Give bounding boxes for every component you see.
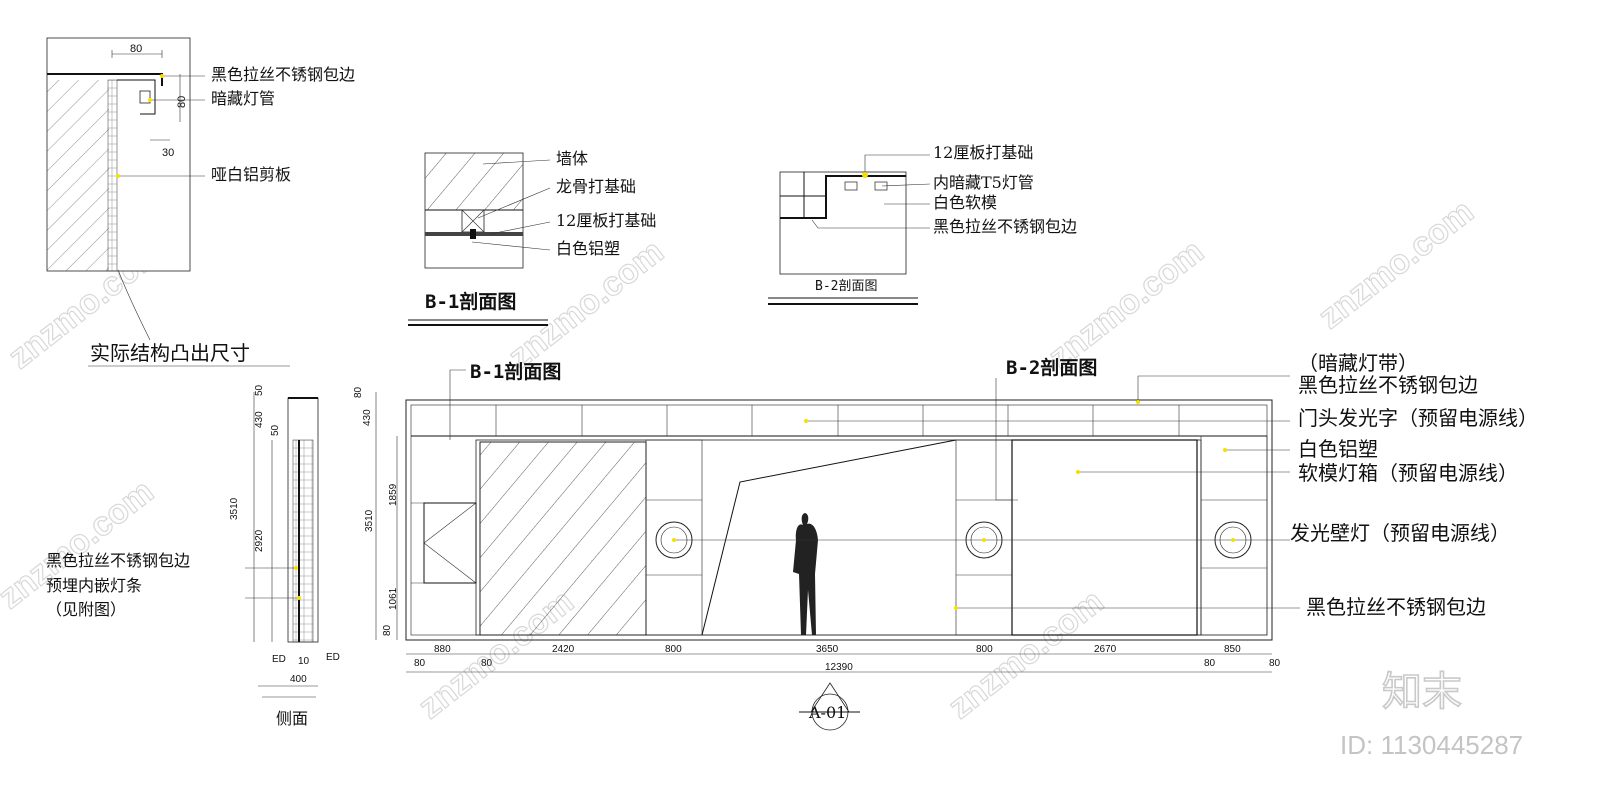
human-figure-icon xyxy=(793,513,818,635)
elev-left-dim: 80 xyxy=(353,386,364,398)
elev-label: 黑色拉丝不锈钢包边 xyxy=(1298,373,1478,397)
elev-label: （暗藏灯带） xyxy=(1298,351,1418,375)
elev-bottom-dim: 850 xyxy=(1224,644,1241,655)
side-title: 侧面 xyxy=(276,709,308,728)
elev-bottom-dim: 3650 xyxy=(816,644,839,655)
elev-edge-dim: 80 xyxy=(414,658,426,669)
watermark-text: znzmo.com xyxy=(942,582,1111,726)
elev-label: 软模灯箱（预留电源线） xyxy=(1298,461,1518,485)
elev-label: 黑色拉丝不锈钢包边 xyxy=(1306,595,1486,619)
elev-bottom-dim: 880 xyxy=(434,644,451,655)
side-bottom-dim: 10 xyxy=(298,656,310,667)
b1-label: 白色铝塑 xyxy=(556,239,620,258)
elev-left-dim: 430 xyxy=(362,409,373,426)
elev-bottom-dim: 2420 xyxy=(552,644,575,655)
note-protrusion: 实际结构凸出尺寸 xyxy=(90,341,250,365)
section-b1: 墙体 龙骨打基础 12厘板打基础 白色铝塑 B-1剖面图 xyxy=(408,149,656,326)
b1-title: B-1剖面图 xyxy=(425,290,516,313)
dim-height: 80 xyxy=(176,96,188,108)
b2-label: 白色软模 xyxy=(933,193,997,212)
elev-bottom-dim: 2670 xyxy=(1094,644,1117,655)
elev-total-width: 12390 xyxy=(825,662,853,673)
callout-b1: B-1剖面图 xyxy=(470,360,561,383)
side-label: 黑色拉丝不锈钢包边 xyxy=(46,551,190,570)
side-view: 50 430 50 3510 2920 黑色拉丝不锈钢包边 预埋内嵌灯条 （见附… xyxy=(46,384,340,728)
side-dim: 50 xyxy=(270,424,281,436)
elev-left-dim: 1061 xyxy=(388,587,399,610)
top-band-dividers xyxy=(495,405,1180,436)
b2-title: B-2剖面图 xyxy=(815,279,877,294)
detail-label: 哑白铝剪板 xyxy=(211,165,291,184)
watermark-text: znzmo.com xyxy=(1042,232,1211,376)
view-tag-label: A-01 xyxy=(808,703,846,722)
elev-left-dim: 1859 xyxy=(388,483,399,506)
section-b2: 12厘板打基础 内暗藏T5灯管 白色软模 黑色拉丝不锈钢包边 B-2剖面图 xyxy=(768,143,1077,305)
watermark-layer: znzmo.com znzmo.com znzmo.com znzmo.com … xyxy=(0,192,1523,760)
view-tag: A-01 xyxy=(799,682,860,731)
side-width-dim: 400 xyxy=(290,674,307,685)
elev-label: 白色铝塑 xyxy=(1298,437,1378,461)
elev-left-dim: 80 xyxy=(382,624,393,636)
elev-bottom-dim: 800 xyxy=(976,644,993,655)
elev-bottom-dim: 800 xyxy=(665,644,682,655)
b1-label: 墙体 xyxy=(556,149,588,168)
side-bottom-dim: ED xyxy=(326,652,340,663)
b1-label: 龙骨打基础 xyxy=(556,177,636,196)
elev-label: 门头发光字（预留电源线） xyxy=(1298,406,1538,430)
elev-edge-dim: 80 xyxy=(481,658,493,669)
detail-top: 80 80 30 黑色拉丝不锈钢包边 暗藏灯管 哑白铝剪板 实际结构凸出尺寸 xyxy=(46,37,355,367)
side-dim: 430 xyxy=(254,411,265,428)
side-label: （见附图） xyxy=(46,600,126,619)
callout-b2: B-2剖面图 xyxy=(1006,356,1097,379)
side-label: 预埋内嵌灯条 xyxy=(46,576,142,595)
b1-label: 12厘板打基础 xyxy=(556,211,656,230)
elev-edge-dim: 80 xyxy=(1269,658,1281,669)
dim-width: 80 xyxy=(130,43,142,55)
detail-label: 黑色拉丝不锈钢包边 xyxy=(211,65,355,84)
side-dim: 50 xyxy=(254,384,265,396)
side-bottom-dim: ED xyxy=(272,654,286,665)
detail-label: 暗藏灯管 xyxy=(211,89,275,108)
elevation: B-1剖面图 B-2剖面图 （暗藏灯带） 黑色拉丝不锈钢包边 门头发光字（预留电… xyxy=(353,351,1538,731)
side-dim: 2920 xyxy=(254,529,265,552)
watermark-text: znzmo.com xyxy=(1312,192,1481,336)
b2-label: 内暗藏T5灯管 xyxy=(933,173,1034,192)
b2-label: 12厘板打基础 xyxy=(933,143,1033,162)
image-id: ID: 1130445287 xyxy=(1340,730,1523,760)
elev-edge-dim: 80 xyxy=(1204,658,1216,669)
elev-left-dim: 3510 xyxy=(364,509,375,532)
b2-label: 黑色拉丝不锈钢包边 xyxy=(933,217,1077,236)
side-dim: 3510 xyxy=(229,497,240,520)
brand-logo: 知末 xyxy=(1382,670,1462,714)
dim-offset: 30 xyxy=(162,147,174,159)
elev-label: 发光壁灯（预留电源线） xyxy=(1290,521,1510,545)
